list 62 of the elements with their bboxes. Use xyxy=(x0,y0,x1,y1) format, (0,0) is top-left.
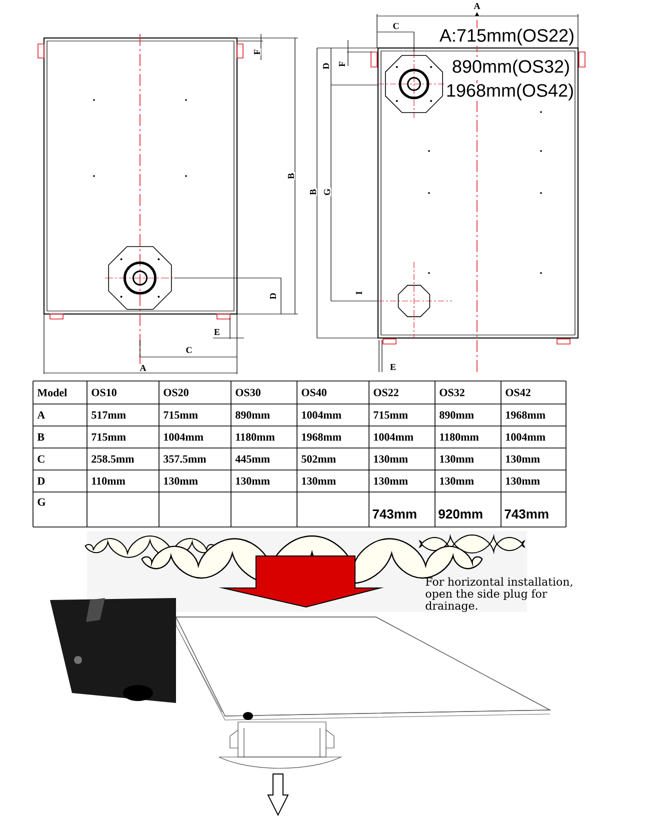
table-cell: 357.5mm xyxy=(164,455,206,463)
table-cell: 743mm xyxy=(504,509,548,519)
table-cell: 130mm xyxy=(236,477,270,485)
table-cell: 110mm xyxy=(92,477,126,485)
dimension-label: F xyxy=(253,48,261,56)
dimension-label: F xyxy=(338,60,346,68)
table-cell: B xyxy=(37,433,44,441)
table-cell: 890mm xyxy=(440,411,474,419)
table-cell: 130mm xyxy=(506,455,540,463)
table-cell: 1180mm xyxy=(440,433,479,441)
table-cell: 502mm xyxy=(302,455,336,463)
table-cell: 1968mm xyxy=(506,411,546,419)
dimension-label: B xyxy=(309,188,317,196)
table-cell: 1004mm xyxy=(164,433,204,441)
table-cell: 130mm xyxy=(374,455,408,463)
table-cell: OS32 xyxy=(440,388,464,396)
table-cell: 130mm xyxy=(506,477,540,485)
table-cell: D xyxy=(37,477,45,485)
table-cell: 130mm xyxy=(164,477,198,485)
dimension-label: G xyxy=(322,188,332,196)
table-cell: 715mm xyxy=(164,411,198,419)
table-cell: 258.5mm xyxy=(92,455,134,463)
table-cell: 130mm xyxy=(440,477,474,485)
table-cell: OS20 xyxy=(164,388,188,396)
dimension-label: A xyxy=(472,2,482,10)
dimension-label: C xyxy=(392,22,400,30)
table-cell: OS42 xyxy=(506,388,530,396)
table-cell: G xyxy=(38,498,46,506)
table-cell: OS10 xyxy=(92,388,116,396)
dimension-value: 890mm(OS32) xyxy=(452,59,571,77)
dimension-label: I xyxy=(355,290,363,296)
table-cell: 517mm xyxy=(92,411,126,419)
table-cell: OS40 xyxy=(302,388,326,396)
table-cell: 130mm xyxy=(440,455,474,463)
table-cell: 1180mm xyxy=(236,433,275,441)
dimension-label: D xyxy=(269,292,277,300)
dimension-label: E xyxy=(389,363,397,371)
table-cell: 130mm xyxy=(302,477,336,485)
dimension-label: E xyxy=(213,328,221,336)
note-text: For horizontal installation, open the side plug for drainage. xyxy=(426,577,572,612)
table-cell: C xyxy=(38,455,44,463)
table-cell: 920mm xyxy=(438,509,482,519)
dimension-label: B xyxy=(287,172,295,180)
dimension-value: A:715mm(OS22) xyxy=(438,28,576,46)
table-cell: 890mm xyxy=(236,411,270,419)
table-cell: 1968mm xyxy=(302,433,342,441)
dimension-value: 1968mm(OS42) xyxy=(445,83,575,101)
table-cell: A xyxy=(37,411,46,419)
table-cell: 1004mm xyxy=(374,433,414,441)
dimension-label: C xyxy=(184,346,194,354)
table-cell: 715mm xyxy=(92,433,126,441)
table-cell: 743mm xyxy=(372,509,416,519)
dimension-label: A xyxy=(138,364,148,372)
table-cell: 1004mm xyxy=(302,411,342,419)
table-cell: OS22 xyxy=(374,388,398,396)
table-cell: 715mm xyxy=(374,411,408,419)
table-cell: 445mm xyxy=(235,455,270,463)
table-cell: OS30 xyxy=(236,388,260,396)
table-cell: 130mm xyxy=(374,477,408,485)
table-cell: Model xyxy=(37,388,67,396)
table-cell: 1004mm xyxy=(506,433,546,441)
dimension-label: D xyxy=(322,62,330,70)
